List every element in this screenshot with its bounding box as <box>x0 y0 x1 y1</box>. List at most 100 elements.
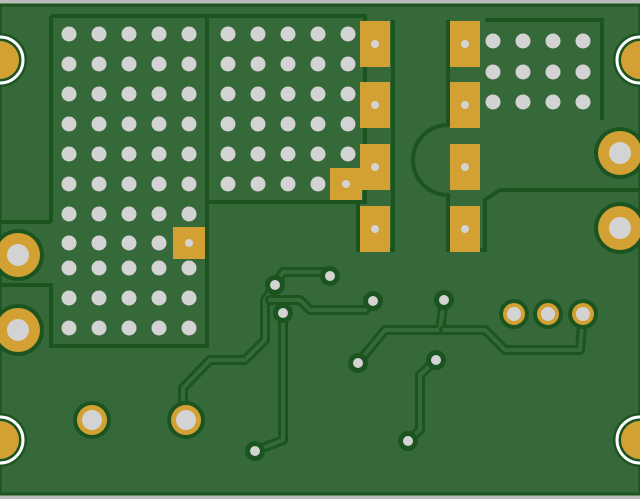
thermal-via <box>220 116 236 132</box>
thermal-via <box>151 26 167 42</box>
thermal-via <box>545 94 561 110</box>
thermal-via <box>250 86 266 102</box>
trace <box>442 312 585 352</box>
thermal-via <box>485 33 501 49</box>
pad-hole <box>371 101 379 109</box>
pad-hole <box>461 101 469 109</box>
pad-hole <box>461 225 469 233</box>
via <box>403 436 413 446</box>
via <box>439 295 449 305</box>
thermal-via <box>515 64 531 80</box>
thermal-via <box>151 116 167 132</box>
header-pin-drill <box>541 307 555 321</box>
thermal-via <box>280 26 296 42</box>
thermal-via <box>485 94 501 110</box>
thermal-via <box>91 26 107 42</box>
thermal-via <box>121 320 137 336</box>
zone-left <box>0 14 209 348</box>
thermal-via <box>181 260 197 276</box>
thermal-via <box>181 320 197 336</box>
thermal-via <box>91 56 107 72</box>
thermal-via <box>250 116 266 132</box>
pad-hole <box>342 180 350 188</box>
thermal-via <box>220 176 236 192</box>
thermal-via <box>61 56 77 72</box>
pad-hole <box>371 163 379 171</box>
thermal-via <box>61 116 77 132</box>
thermal-via <box>61 176 77 192</box>
thermal-via <box>91 290 107 306</box>
mounting-hole-silkscreen <box>0 35 25 85</box>
pad-hole <box>461 40 469 48</box>
thermal-via <box>151 146 167 162</box>
thermal-via <box>151 260 167 276</box>
thermal-via <box>310 26 326 42</box>
thermal-via <box>181 56 197 72</box>
thermal-via <box>151 235 167 251</box>
thermal-via <box>61 290 77 306</box>
thermal-via <box>91 260 107 276</box>
thermal-via <box>91 206 107 222</box>
thermal-via <box>181 290 197 306</box>
thermal-via <box>61 86 77 102</box>
thermal-via <box>250 146 266 162</box>
via <box>270 280 280 290</box>
pad-hole <box>371 225 379 233</box>
thermal-via <box>280 116 296 132</box>
tht-pad-small-drill <box>82 410 102 430</box>
thermal-via <box>121 26 137 42</box>
thermal-via <box>151 86 167 102</box>
thermal-via <box>250 26 266 42</box>
pad-hole <box>371 40 379 48</box>
thermal-via <box>515 33 531 49</box>
thermal-via <box>151 56 167 72</box>
thermal-via <box>181 176 197 192</box>
mounting-hole-silkscreen <box>615 35 640 85</box>
thermal-via <box>91 235 107 251</box>
thermal-via <box>181 206 197 222</box>
thermal-via <box>220 26 236 42</box>
thermal-via <box>61 206 77 222</box>
mounting-hole <box>0 41 19 79</box>
thermal-via <box>61 235 77 251</box>
mounting-hole-silkscreen <box>615 415 640 465</box>
thermal-via <box>121 146 137 162</box>
tht-pad-drill <box>609 217 631 239</box>
trace <box>356 298 446 365</box>
trace <box>253 311 285 453</box>
pad-hole <box>461 163 469 171</box>
thermal-via <box>151 176 167 192</box>
tht-pad-drill <box>7 244 29 266</box>
via <box>250 446 260 456</box>
thermal-via <box>220 86 236 102</box>
thermal-via <box>340 116 356 132</box>
thermal-via <box>181 116 197 132</box>
thermal-via <box>61 320 77 336</box>
thermal-via <box>340 146 356 162</box>
pad-hole <box>185 239 193 247</box>
thermal-via <box>181 26 197 42</box>
tht-pad-small-drill <box>176 410 196 430</box>
thermal-via <box>575 94 591 110</box>
thermal-via <box>310 116 326 132</box>
thermal-via <box>91 146 107 162</box>
thermal-via <box>121 86 137 102</box>
thermal-via <box>280 146 296 162</box>
thermal-via <box>151 206 167 222</box>
thermal-via <box>280 176 296 192</box>
thermal-via <box>220 56 236 72</box>
tht-pad-drill <box>7 319 29 341</box>
zone-right <box>411 18 640 252</box>
thermal-via <box>515 94 531 110</box>
thermal-via <box>61 26 77 42</box>
thermal-via <box>91 320 107 336</box>
thermal-via <box>61 260 77 276</box>
via <box>278 308 288 318</box>
mounting-hole-silkscreen <box>0 415 25 465</box>
thermal-via <box>340 86 356 102</box>
thermal-via <box>61 146 77 162</box>
thermal-via <box>181 146 197 162</box>
thermal-via <box>151 320 167 336</box>
